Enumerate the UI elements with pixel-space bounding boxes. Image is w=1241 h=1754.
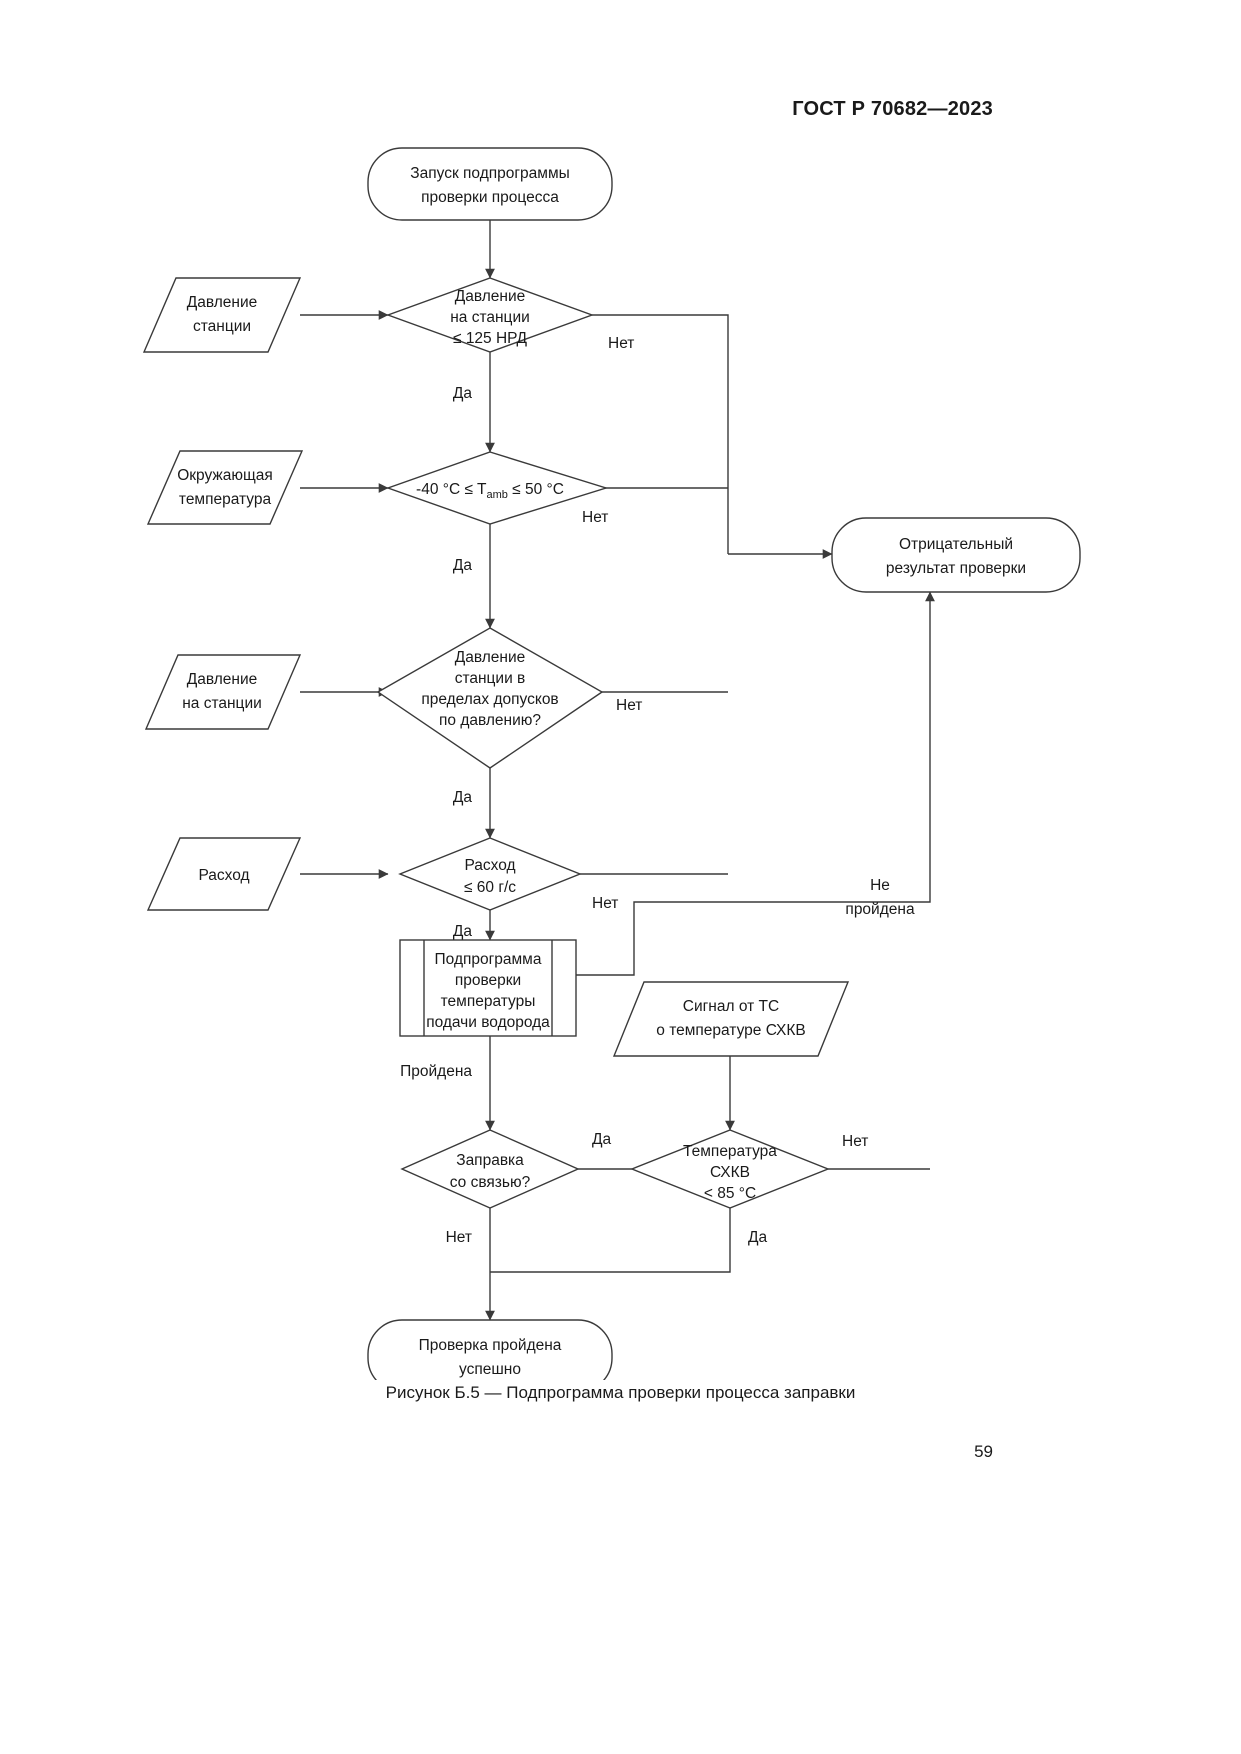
edge-label-flow-yes: Да xyxy=(453,923,472,940)
node-end-success-line2: успешно xyxy=(459,1361,521,1378)
conn-subprocess-not-passed xyxy=(576,591,935,976)
node-decision-schkv-line1: Температура xyxy=(683,1143,777,1160)
node-decision-schkv-line3: < 85 °C xyxy=(704,1185,756,1202)
node-decision-pressure-limit-line2: на станции xyxy=(450,309,530,326)
node-input-ts-signal xyxy=(612,981,850,1057)
node-decision-pressure-tolerance-line1: Давление xyxy=(455,649,526,666)
node-end-success-line1: Проверка пройдена xyxy=(419,1337,562,1354)
edge-label-comm-yes: Да xyxy=(592,1131,611,1148)
node-subprocess-line1: Подпрограмма xyxy=(435,951,542,968)
node-decision-pressure-tolerance-line2: станции в xyxy=(455,670,526,687)
node-decision-pressure-limit-line3: ≤ 125 НРД xyxy=(453,330,527,347)
node-end-negative-line2: результат проверки xyxy=(886,560,1026,577)
node-input-flow xyxy=(146,837,302,911)
edge-label-flow-no: Нет xyxy=(592,895,618,912)
node-decision-comm-line1: Заправка xyxy=(456,1152,524,1169)
ambient-suffix: ≤ 50 °C xyxy=(508,481,564,498)
ambient-variable: T xyxy=(477,481,487,498)
edge-label-tolerance-yes: Да xyxy=(453,789,472,806)
edge-label-pressure-yes: Да xyxy=(453,385,472,402)
node-start-line1: Запуск подпрограммы xyxy=(410,165,570,182)
edge-label-not-passed-line2: пройдена xyxy=(845,901,915,918)
node-decision-ambient-temp xyxy=(385,451,609,525)
node-decision-comm-line2: со связью? xyxy=(450,1174,531,1191)
edge-label-schkv-yes: Да xyxy=(748,1229,767,1246)
standard-header: ГОСТ Р 70682—2023 xyxy=(792,98,993,120)
node-input-station-pressure-line2: на станции xyxy=(182,695,262,712)
edge-label-tolerance-no: Нет xyxy=(616,697,642,714)
node-input-station-pressure xyxy=(144,654,302,730)
edge-label-not-passed-line1: Не xyxy=(870,877,890,894)
node-decision-ambient-temp-expr: -40 °C ≤ Tamb ≤ 50 °C xyxy=(416,481,564,501)
node-decision-comm-fueling xyxy=(400,1129,580,1209)
edge-label-passed: Пройдена xyxy=(400,1063,472,1080)
node-end-success xyxy=(367,1319,613,1380)
conn-schkv-yes xyxy=(490,1208,731,1273)
node-input-ambient-temp xyxy=(146,450,304,525)
node-input-station-pressure-line1: Давление xyxy=(187,671,258,688)
node-start xyxy=(367,147,613,221)
page-number: 59 xyxy=(974,1442,993,1461)
node-end-negative-line1: Отрицательный xyxy=(899,536,1013,553)
node-subprocess-h2-temp xyxy=(399,939,577,1037)
node-decision-pressure-limit-line1: Давление xyxy=(455,288,526,305)
edge-label-ambient-yes: Да xyxy=(453,557,472,574)
node-input-pressure-station xyxy=(142,277,302,353)
node-input-ambient-temp-line2: температура xyxy=(179,491,272,508)
ambient-subscript: amb xyxy=(486,489,507,501)
edge-label-comm-no: Нет xyxy=(446,1229,472,1246)
node-decision-flow-line1: Расход xyxy=(464,857,515,874)
node-input-ts-signal-line2: о температуре СХКВ xyxy=(656,1022,805,1039)
node-decision-pressure-tolerance-line4: по давлению? xyxy=(439,712,541,729)
node-subprocess-line2: проверки xyxy=(455,972,521,989)
ambient-prefix: -40 °C ≤ xyxy=(416,481,477,498)
node-decision-pressure-tolerance-line3: пределах допусков xyxy=(421,691,558,708)
node-subprocess-line3: температуры xyxy=(441,993,536,1010)
figure-caption: Рисунок Б.5 — Подпрограмма проверки проц… xyxy=(385,1383,856,1402)
edge-label-schkv-no: Нет xyxy=(842,1133,868,1150)
node-end-negative xyxy=(831,517,1081,593)
node-subprocess-line4: подачи водорода xyxy=(426,1014,550,1031)
edge-label-pressure-no: Нет xyxy=(608,335,634,352)
node-decision-pressure-tolerance xyxy=(376,627,604,769)
node-input-ambient-temp-line1: Окружающая xyxy=(177,467,273,484)
node-input-pressure-station-line2: станции xyxy=(193,318,251,335)
edge-label-ambient-no: Нет xyxy=(582,509,608,526)
node-decision-pressure-limit xyxy=(385,277,595,353)
node-decision-schkv-temp xyxy=(630,1129,830,1209)
node-start-line2: проверки процесса xyxy=(421,189,559,206)
figure-flowchart: Запуск подпрограммы проверки процесса Да… xyxy=(0,130,1241,1380)
node-input-ts-signal-line1: Сигнал от ТС xyxy=(683,998,779,1015)
node-decision-schkv-line2: СХКВ xyxy=(710,1164,750,1181)
node-input-pressure-station-line1: Давление xyxy=(187,294,258,311)
node-input-flow-line1: Расход xyxy=(198,867,249,884)
node-decision-flow-line2: ≤ 60 г/с xyxy=(464,879,516,896)
node-decision-flow xyxy=(398,837,582,911)
conn-pressure-no xyxy=(592,314,729,554)
